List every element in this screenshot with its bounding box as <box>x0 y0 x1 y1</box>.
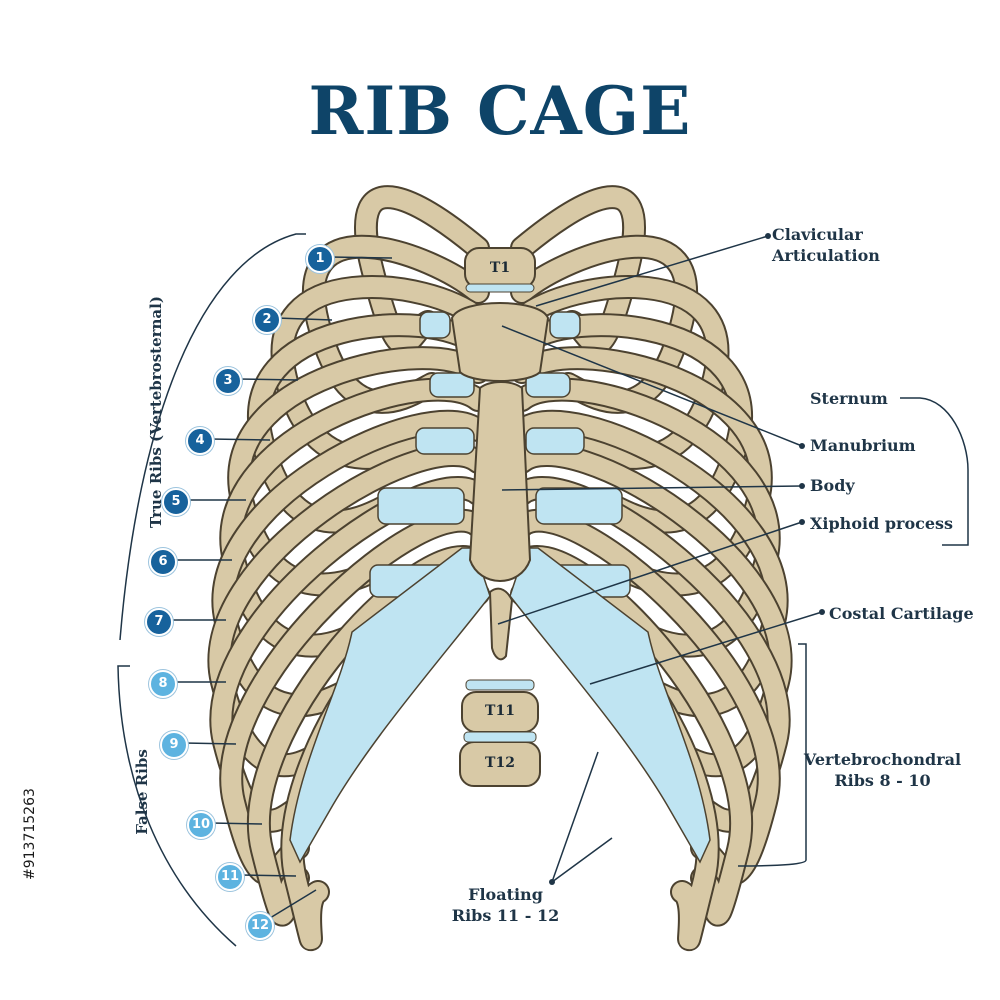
rib-badge-11: 11 <box>216 863 244 891</box>
clavicular-label-line2: Articulation <box>772 246 880 265</box>
leader-floating-dot <box>549 879 555 885</box>
rib-badge-2: 2 <box>253 306 281 334</box>
leader-manubrium-dot <box>799 443 805 449</box>
costal-block-2-right <box>525 372 571 398</box>
leader-body <box>501 485 803 491</box>
rib-badge-9: 9 <box>160 731 188 759</box>
page-title: RIB CAGE <box>308 72 692 150</box>
rib-leader-10 <box>210 822 263 825</box>
rib-leader-12 <box>269 889 317 919</box>
floating-line2: Ribs 11 - 12 <box>451 906 560 925</box>
clavicular-label-line1: Clavicular <box>772 225 863 244</box>
rib-8-left <box>209 445 488 776</box>
costal-cartilage-label: Costal Cartilage <box>829 604 974 623</box>
rib-badge-7: 7 <box>145 608 173 636</box>
costal-block-2-left <box>429 372 475 398</box>
rib-badge-10: 10 <box>187 811 215 839</box>
rib-badge-6: 6 <box>149 548 177 576</box>
leader-clavicular <box>535 235 769 307</box>
leader-floating-11 <box>551 751 599 883</box>
costal-block-3-left <box>415 427 475 455</box>
xiphoid-process-label: Xiphoid process <box>810 514 954 533</box>
leader-xiphoid <box>497 521 803 625</box>
intervertebral-disc-t11 <box>463 731 537 743</box>
rib-badge-4: 4 <box>186 427 214 455</box>
vertebrochondral-line1: Vertebrochondral <box>803 750 962 769</box>
rib-6-left <box>221 379 488 656</box>
leader-costal <box>589 611 823 685</box>
rib-6-right <box>512 379 779 656</box>
rib-leader-3 <box>237 378 299 381</box>
body-label: Body <box>810 476 855 495</box>
sternum-layer <box>450 302 550 661</box>
leader-lines-layer <box>117 233 969 947</box>
rib-leader-4 <box>209 438 271 441</box>
spine-layer <box>459 247 541 787</box>
leader-costal-dot <box>819 609 825 615</box>
manubrium-shape <box>450 302 550 382</box>
false-ribs-group-label: False Ribs <box>133 749 151 835</box>
rib-leader-2 <box>276 317 333 321</box>
rib-badge-8: 8 <box>149 670 177 698</box>
true-ribs-group-label: True Ribs (Vertebrosternal) <box>147 296 165 528</box>
costal-arch-right <box>509 547 711 864</box>
rib-badge-1: 1 <box>306 245 334 273</box>
true-ribs-bracket <box>119 233 306 641</box>
leader-xiphoid-dot <box>799 519 805 525</box>
leader-clavicular-dot <box>765 233 771 239</box>
false-ribs-bracket <box>117 665 237 947</box>
cartilage-layer <box>289 311 711 864</box>
rib-leader-11 <box>239 874 297 877</box>
manubrium-label: Manubrium <box>810 436 916 455</box>
floating-ribs-label: Floating Ribs 11 - 12 <box>448 884 563 926</box>
costal-block-3-right <box>525 427 585 455</box>
costal-block-4-right <box>535 487 623 525</box>
intervertebral-disc-t1 <box>465 283 535 293</box>
clavicular-articulation-label: Clavicular Articulation <box>772 224 880 266</box>
leader-floating-12 <box>551 837 613 883</box>
rib-badge-12: 12 <box>246 912 274 940</box>
intervertebral-disc-t10 <box>465 679 535 691</box>
rib-badge-3: 3 <box>214 367 242 395</box>
sternum-body-shape <box>468 381 532 582</box>
sternum-bracket <box>900 397 969 546</box>
costal-block-1-left <box>419 311 451 339</box>
leader-manubrium <box>501 325 803 447</box>
costal-block-4-left <box>377 487 465 525</box>
floating-line1: Floating <box>468 885 543 904</box>
vertebrochondral-line2: Ribs 8 - 10 <box>834 771 931 790</box>
xiphoid-shape <box>488 587 514 661</box>
leader-body-dot <box>799 483 805 489</box>
costal-arch-left <box>289 547 491 864</box>
costal-block-1-right <box>549 311 581 339</box>
vertebra-t12-label: T12 <box>485 755 515 771</box>
vertebra-t11-label: T11 <box>485 703 515 719</box>
vertebra-t1-label: T1 <box>489 260 511 276</box>
vertebrochondral-ribs-label: Vertebrochondral Ribs 8 - 10 <box>800 749 965 791</box>
rib-leader-1 <box>329 256 393 259</box>
rib-8-right <box>512 445 791 776</box>
rib-badge-5: 5 <box>162 488 190 516</box>
vertebrochondral-bracket <box>737 643 807 867</box>
stock-id-text: #913715263 <box>22 788 38 880</box>
sternum-label: Sternum <box>810 389 888 408</box>
rib-leader-9 <box>183 742 237 745</box>
